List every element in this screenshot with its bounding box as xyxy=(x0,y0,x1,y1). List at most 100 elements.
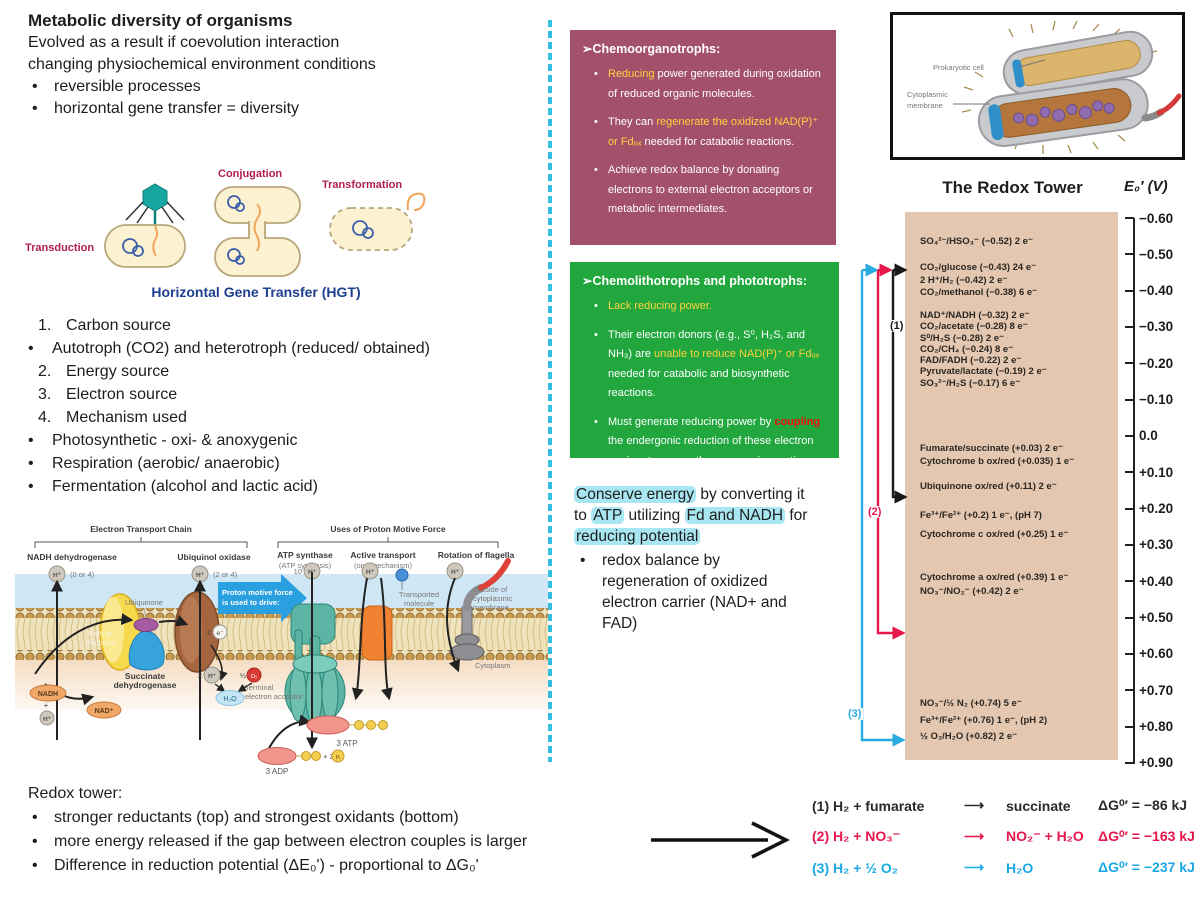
two-protons-count: 2 xyxy=(198,671,202,680)
box-title: ➢Chemolithotrophs and phototrophs: xyxy=(582,274,808,288)
tick-mark xyxy=(1125,362,1134,365)
flagellum-icon xyxy=(1156,93,1182,116)
tick-label: +0.50 xyxy=(1139,610,1174,626)
tower-entry: Cytochrome c ox/red (+0.25) 1 e⁻ xyxy=(920,529,1069,540)
text-segment: regenerate the oxidized NAD(P)⁺ or Fdₒₓ xyxy=(608,116,819,148)
tower-entry: S⁰/H₂S (−0.28) 2 e⁻ xyxy=(920,332,1005,344)
svg-text:H⁺: H⁺ xyxy=(196,572,205,579)
tower-entry: Fe³⁺/Fe²⁺ (+0.2) 1 e⁻, (pH 7) xyxy=(920,510,1042,521)
atp-synthase-label: ATP synthase xyxy=(277,550,333,560)
equation-arrow: ⟶ xyxy=(964,859,985,875)
conserve-highlighted-text: Conserve energy by converting it to ATP … xyxy=(574,484,812,547)
nadh-text: NADH xyxy=(38,691,58,698)
redox-note-text: more energy released if the gap between … xyxy=(54,833,528,850)
list-item: 3.Electron source xyxy=(28,383,553,406)
tick-label: +0.20 xyxy=(1139,501,1174,517)
water-molecule xyxy=(215,690,245,706)
list-item-text: Mechanism used xyxy=(66,409,187,426)
nadh-dehydrogenase-highlight xyxy=(102,597,124,663)
box-bullet-text: Must generate reducing power by coupling… xyxy=(608,416,820,467)
tower-entry: NAD⁺/NADH (−0.32) 2 e⁻ xyxy=(920,310,1030,321)
box-bullet-text: Lack reducing power. xyxy=(608,300,712,312)
atp-molecule xyxy=(306,715,350,735)
tick-label: +0.10 xyxy=(1139,464,1174,480)
tower-group: Cytochrome c ox/red (+0.25) 1 e⁻ xyxy=(920,529,1110,542)
two-electrons-count: 2 xyxy=(207,628,211,637)
metabolic-diversity-notes: Metabolic diversity of organisms Evolved… xyxy=(28,10,553,120)
tick-label: +0.80 xyxy=(1139,719,1174,735)
tower-entry: NO₃⁻/NO₂⁻ (+0.42) 2 e⁻ xyxy=(920,586,1024,597)
ubiquinol-oxidase-highlight xyxy=(180,597,202,663)
note-bullet-text: reversible processes xyxy=(54,78,201,95)
succinate-label-1: Succinate xyxy=(125,671,165,681)
prokaryotic-cell-figure: Prokaryotic cell Cytoplasmic membrane xyxy=(890,12,1185,160)
list-item-text: Energy source xyxy=(66,363,170,380)
proton-icon xyxy=(39,710,55,726)
text-segment: Lack reducing power. xyxy=(608,300,712,312)
redox-note-bullet: • more energy released if the gap betwee… xyxy=(28,830,668,854)
electron-transport-chain-figure: Electron Transport Chain Uses of Proton … xyxy=(15,524,548,775)
path-electrons-2: electrons xyxy=(85,638,116,647)
redox-notes-title: Redox tower: xyxy=(28,785,123,802)
equation-delta-g: ΔG⁰′ = −86 kJ xyxy=(1098,797,1188,813)
svg-text:H⁺: H⁺ xyxy=(451,569,460,576)
tower-group: Ubiquinone ox/red (+0.11) 2 e⁻ xyxy=(920,481,1110,494)
adp-molecule xyxy=(257,747,297,765)
prokaryotic-cell-label: Prokaryotic cell xyxy=(933,63,984,72)
redox-note-bullet: • Difference in reduction potential (ΔE₀… xyxy=(28,854,668,878)
tower-entry: CO₂/glucose (−0.43) 24 e⁻ xyxy=(920,262,1037,273)
box-bullet-text: They can regenerate the oxidized NAD(P)⁺… xyxy=(608,116,818,148)
pointer-arrow-icon xyxy=(651,821,790,859)
tick-label: −0.50 xyxy=(1139,246,1174,262)
upper-cell-half xyxy=(1002,30,1154,96)
conjugation-bridge xyxy=(249,220,265,240)
list-item: •Photosynthetic - oxi- & anoxygenic xyxy=(28,429,553,452)
svg-text:Pᵢ: Pᵢ xyxy=(336,755,341,761)
tick-label: −0.30 xyxy=(1139,319,1174,335)
equation-lhs: (1) H₂ + fumarate xyxy=(812,797,925,814)
phage-icon xyxy=(142,183,168,212)
svg-text:O₂: O₂ xyxy=(251,674,257,680)
axis-tick: −0.40 xyxy=(1125,283,1173,299)
proton-icon xyxy=(203,666,221,684)
column-divider xyxy=(548,20,552,762)
tick-mark xyxy=(1125,289,1134,292)
text-segment: Conserve energy xyxy=(574,486,697,503)
axis-tick: +0.50 xyxy=(1125,610,1173,626)
redox-tower-axis-label: E₀′ (V) xyxy=(1124,178,1168,195)
text-segment: ATP xyxy=(591,507,625,524)
tick-label: 0.0 xyxy=(1139,428,1158,444)
proton-icons: H⁺ (0 or 4) H⁺ (2 or 4) 10 H⁺ H⁺ H⁺ xyxy=(48,562,464,583)
phosphate-icon xyxy=(311,751,321,761)
ubiquinol-oxidase-label: Ubiquinol oxidase xyxy=(177,552,250,562)
chemolithotrophs-box: ➢Chemolithotrophs and phototrophs: • Lac… xyxy=(570,262,839,467)
tower-group: SO₄²⁻/HSO₃⁻ (−0.52) 2 e⁻ xyxy=(920,236,1110,249)
oxygen-icon xyxy=(246,667,262,683)
svg-text:H⁺: H⁺ xyxy=(366,569,375,576)
electron-icon xyxy=(212,624,228,640)
tick-label: −0.10 xyxy=(1139,392,1174,408)
equation-rhs: succinate xyxy=(1006,797,1071,814)
proton-motive-force-arrow xyxy=(218,574,307,622)
axis-line xyxy=(1133,218,1135,764)
tick-label: −0.20 xyxy=(1139,355,1174,371)
equation-row: (1) H₂ + fumarate ⟶ succinate ΔG⁰′ = −86 kJ xyxy=(812,790,1200,821)
bullet-icon: • xyxy=(32,809,38,826)
bracket-right xyxy=(277,537,499,548)
transported-label-1: Transported xyxy=(399,590,439,599)
bullet-icon: • xyxy=(32,833,38,850)
tower-entry: CO₂/methanol (−0.38) 6 e⁻ xyxy=(920,287,1038,298)
note-bullet-text: horizontal gene transfer = diversity xyxy=(54,100,300,117)
equation-arrow: ⟶ xyxy=(964,797,985,813)
redox-tower-notes: Redox tower: • stronger reductants (top)… xyxy=(28,782,668,878)
tower-entry: SO₄²⁻/HSO₃⁻ (−0.52) 2 e⁻ xyxy=(920,236,1033,247)
tick-mark xyxy=(1125,471,1134,474)
box-bullet-text: Reducing power generated during oxidatio… xyxy=(608,68,821,100)
atp-count-label: 3 ATP xyxy=(336,739,357,748)
list-marker: • xyxy=(28,432,34,449)
ubiquinone-label: Ubiquinone xyxy=(125,598,163,607)
svg-text:H⁺: H⁺ xyxy=(53,572,62,579)
axis-tick: −0.50 xyxy=(1125,246,1173,262)
arrow3-oxygen xyxy=(860,270,906,747)
